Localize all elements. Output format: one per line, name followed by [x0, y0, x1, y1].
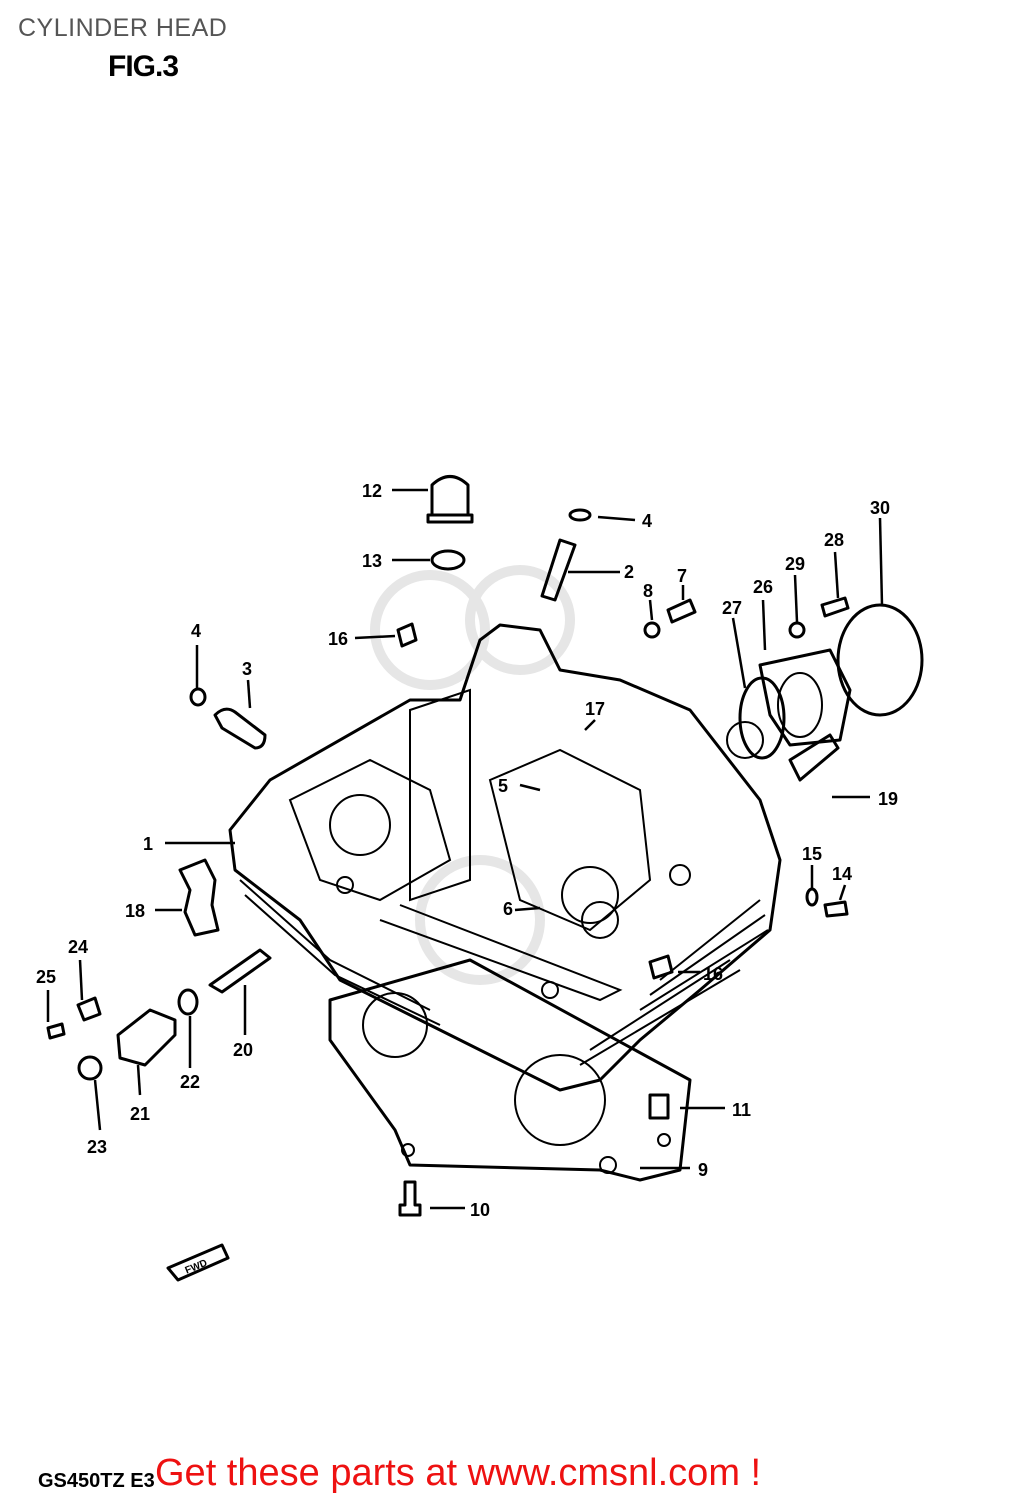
callout-4-left: 4 — [191, 621, 201, 641]
callout-20: 20 — [233, 1040, 253, 1060]
page-title: CYLINDER HEAD — [18, 14, 228, 42]
figure-label: FIG.3 — [108, 50, 179, 83]
callout-11: 11 — [732, 1100, 751, 1120]
callout-7: 7 — [677, 566, 687, 586]
callout-19: 19 — [878, 789, 898, 809]
part-24-nut — [76, 996, 102, 1022]
part-10-bolt — [398, 1180, 422, 1217]
part-29-nut — [788, 621, 806, 639]
callout-1: 1 — [143, 834, 153, 854]
callout-21: 21 — [130, 1104, 150, 1124]
callout-26: 26 — [753, 577, 773, 597]
fwd-arrow-icon — [166, 1243, 230, 1282]
callout-16-top: 16 — [328, 629, 348, 649]
callout-15: 15 — [802, 844, 822, 864]
callout-27: 27 — [722, 598, 742, 618]
promo-link[interactable]: Get these parts at www.cmsnl.com ! — [155, 1452, 762, 1494]
part-3-guide — [213, 707, 267, 750]
part-26-outlet — [758, 648, 852, 747]
callout-22: 22 — [180, 1072, 200, 1092]
callout-29: 29 — [785, 554, 805, 574]
watermark-logo — [370, 565, 575, 985]
callout-17: 17 — [585, 699, 605, 719]
callout-9: 9 — [698, 1160, 708, 1180]
callout-30: 30 — [870, 498, 890, 518]
part-23-plug — [77, 1055, 103, 1081]
callout-6: 6 — [503, 899, 513, 919]
cylinder-head-gasket — [328, 958, 692, 1182]
model-code: GS450TZ E3 — [38, 1470, 155, 1492]
part-22-oring — [177, 988, 199, 1016]
part-28-screw — [820, 596, 850, 618]
part-8-washer — [643, 621, 661, 639]
part-18-bracket — [178, 858, 220, 937]
cylinder-head-body — [228, 623, 782, 1092]
callout-16-bottom: 16 — [703, 964, 723, 984]
part-15-washer — [805, 887, 819, 907]
part-16-plug-bottom — [648, 954, 674, 980]
part-7-bolt — [666, 598, 697, 624]
callout-2: 2 — [624, 562, 634, 582]
part-30-clamp — [836, 603, 924, 717]
part-4-clip-left — [189, 687, 207, 707]
callout-24: 24 — [68, 937, 88, 957]
callout-18: 18 — [125, 901, 145, 921]
callout-8: 8 — [643, 581, 653, 601]
part-4-clip-top — [568, 508, 592, 522]
part-16-plug-top — [396, 622, 418, 648]
part-13-washer — [430, 549, 466, 571]
cylinder-head-exploded-diagram: 12 13 4 2 7 8 16 4 3 17 5 1 18 6 16 24 2… — [36, 475, 924, 1282]
leader-lines — [46, 488, 884, 1210]
callout-12: 12 — [362, 481, 382, 501]
callout-23: 23 — [87, 1137, 107, 1157]
callout-3: 3 — [242, 659, 252, 679]
callout-25: 25 — [36, 967, 56, 987]
part-25-screw — [46, 1022, 66, 1040]
part-12-cap — [426, 475, 474, 524]
part-14-bolt — [823, 900, 849, 918]
callout-14: 14 — [832, 864, 852, 884]
callout-10: 10 — [470, 1200, 490, 1220]
part-2-pin — [540, 538, 577, 602]
callout-4-top: 4 — [642, 511, 652, 531]
part-20-shaft — [208, 948, 272, 994]
part-21-housing — [116, 1008, 177, 1067]
callout-13: 13 — [362, 551, 382, 571]
callout-5: 5 — [498, 776, 508, 796]
callout-28: 28 — [824, 530, 844, 550]
part-11-dowel — [648, 1093, 670, 1120]
